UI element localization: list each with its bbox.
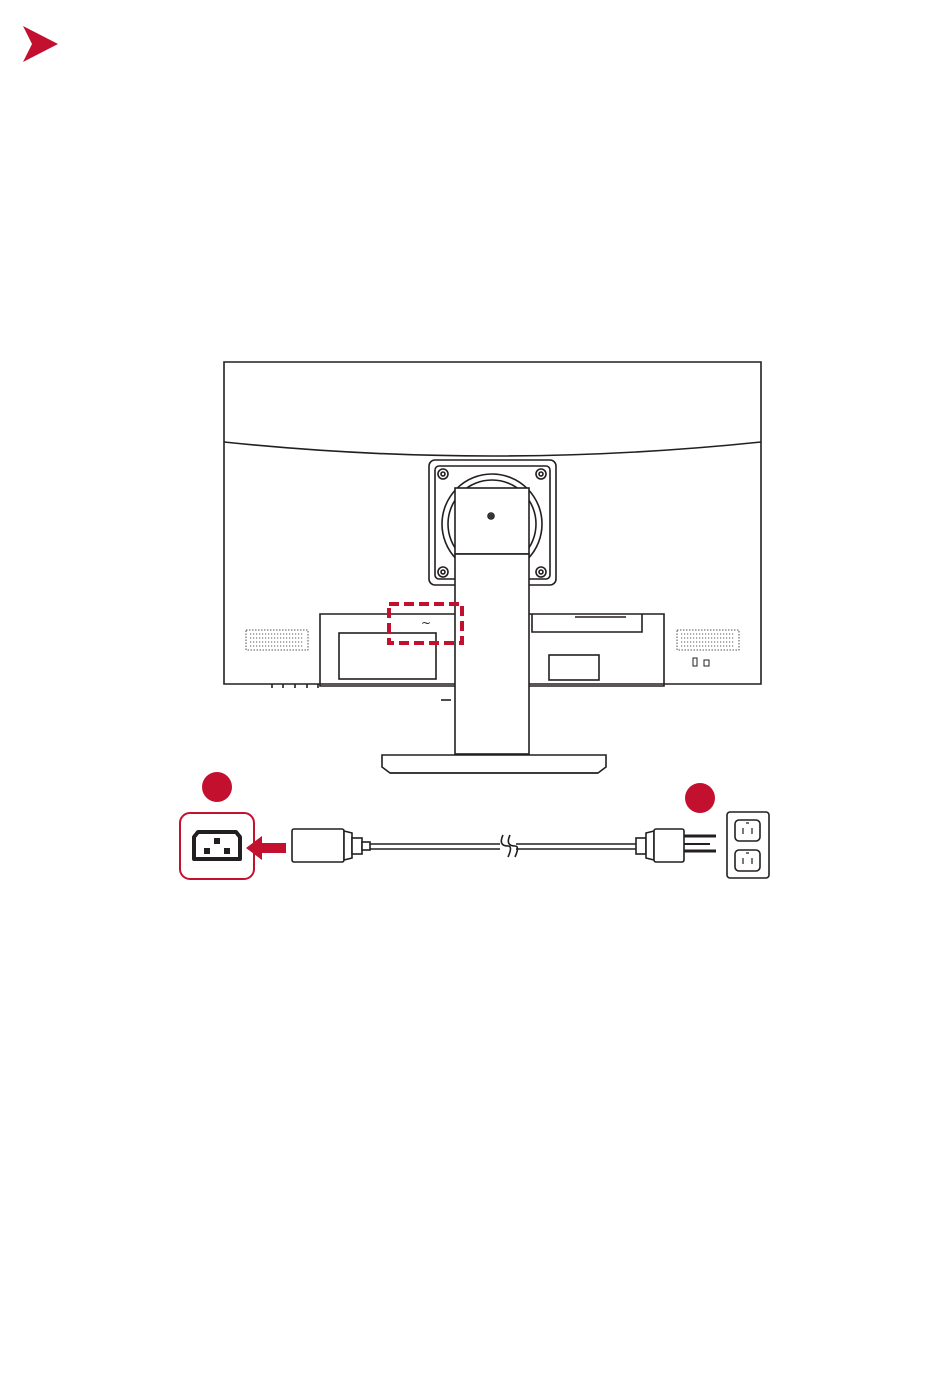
step-marker-icon <box>685 783 715 813</box>
brand-logo <box>22 24 60 64</box>
power-cable <box>292 829 716 862</box>
speaker-grille-left <box>246 630 308 650</box>
speaker-grille-right <box>677 630 739 650</box>
ac-inlet-detail <box>180 813 254 879</box>
diagram-illustration: ~ <box>160 355 790 895</box>
step-marker-icon <box>202 772 232 802</box>
monitor-rear-view <box>224 362 761 773</box>
ac-in-port-highlight: ~ <box>389 604 462 643</box>
wall-outlet <box>727 812 769 878</box>
power-connection-diagram: ~ <box>160 355 790 895</box>
chevron-right-icon <box>22 24 60 64</box>
ac-symbol: ~ <box>421 616 431 630</box>
